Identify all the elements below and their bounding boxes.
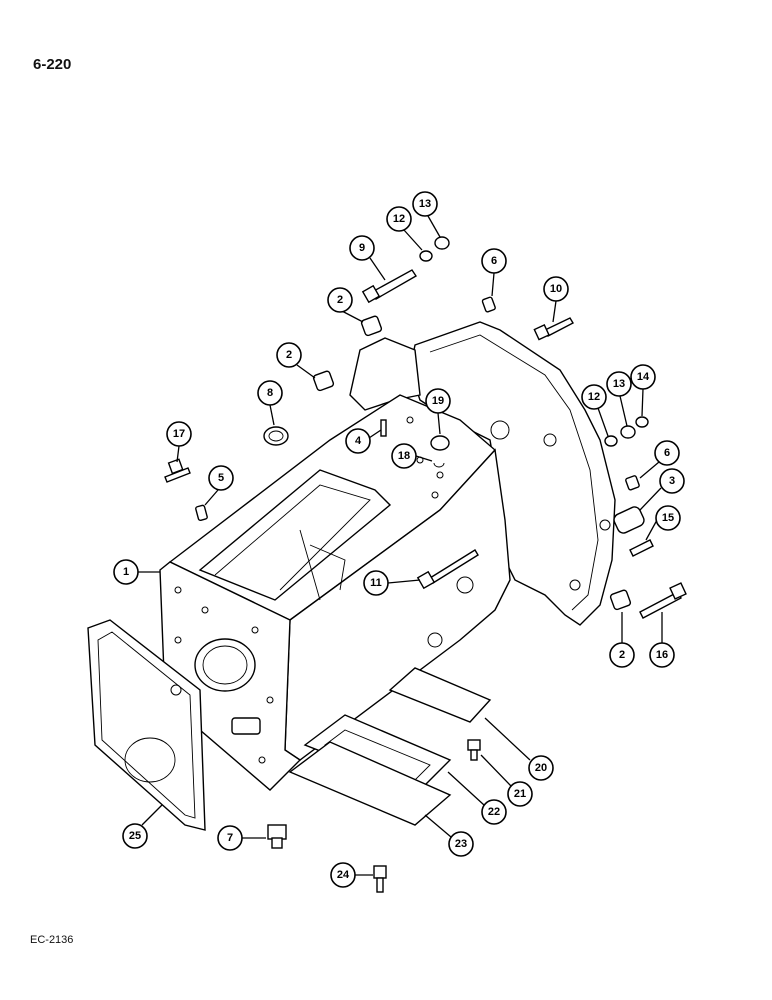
callout-23: 23 [424,814,474,857]
svg-text:5: 5 [218,472,224,484]
svg-text:22: 22 [488,806,500,818]
figure-code: EC-2136 [30,934,74,946]
svg-text:7: 7 [227,832,233,844]
svg-text:13: 13 [419,198,431,210]
svg-text:6: 6 [664,447,670,459]
svg-text:15: 15 [662,512,674,524]
callout-7: 7 [217,825,266,851]
svg-text:12: 12 [588,391,600,403]
callout-20: 20 [484,717,554,781]
callout-2: 2 [276,342,316,379]
callout-19: 19 [425,388,451,435]
svg-text:2: 2 [337,294,343,306]
callout-13: 13 [606,371,632,427]
callout-17: 17 [166,421,192,463]
front-gasket [87,619,206,831]
svg-text:18: 18 [398,450,410,462]
callout-3: 3 [639,468,685,511]
svg-text:9: 9 [359,242,365,254]
cover-plates [288,667,492,826]
callout-2: 2 [327,287,364,323]
svg-text:2: 2 [619,649,625,661]
small-parts [164,236,687,893]
svg-text:23: 23 [455,838,467,850]
callout-2: 2 [609,612,635,668]
svg-text:8: 8 [267,387,273,399]
callout-24: 24 [330,862,373,888]
callout-14: 14 [630,364,656,417]
svg-text:2: 2 [286,349,292,361]
callout-11: 11 [363,570,421,596]
callout-12: 12 [386,206,423,251]
callouts: 1 2 2 2 3 4 5 6 6 7 8 9 10 11 12 12 13 1… [113,191,685,888]
svg-text:16: 16 [656,649,668,661]
callout-13: 13 [412,191,441,238]
svg-text:6: 6 [491,255,497,267]
callout-1: 1 [113,559,160,585]
callout-6: 6 [639,440,680,479]
svg-text:24: 24 [337,869,350,881]
svg-text:21: 21 [514,788,526,800]
svg-text:19: 19 [432,395,444,407]
svg-text:12: 12 [393,213,405,225]
callout-8: 8 [257,380,283,426]
svg-text:4: 4 [355,435,362,447]
svg-text:17: 17 [173,428,185,440]
callout-16: 16 [649,612,675,668]
svg-text:14: 14 [637,371,650,383]
callout-4: 4 [345,428,382,454]
callout-15: 15 [645,505,681,541]
svg-text:11: 11 [370,577,382,589]
callout-21: 21 [480,754,533,807]
page-number: 6-220 [33,56,72,73]
svg-text:20: 20 [535,762,547,774]
callout-18: 18 [391,443,433,469]
callout-25: 25 [122,804,163,849]
svg-text:10: 10 [550,283,562,295]
callout-5: 5 [204,465,234,506]
callout-10: 10 [543,276,569,323]
svg-text:1: 1 [123,566,129,578]
callout-6: 6 [481,248,507,297]
svg-text:3: 3 [669,475,675,487]
svg-text:25: 25 [129,830,141,842]
callout-22: 22 [447,771,507,825]
callout-9: 9 [349,235,386,281]
svg-text:13: 13 [613,378,625,390]
transmission-housing [159,321,616,791]
callout-12: 12 [581,384,609,437]
